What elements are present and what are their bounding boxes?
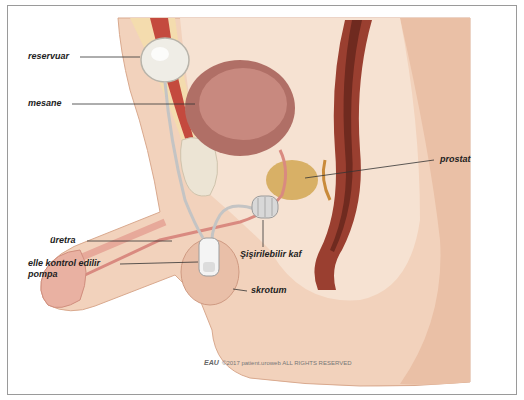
logo-text: EAU	[204, 359, 219, 367]
part-label: skrotum	[251, 285, 287, 296]
part-label: üretra	[50, 235, 76, 246]
part-label: reservuar	[28, 51, 69, 62]
part-label: prostat	[440, 154, 471, 165]
copyright-note: ©2017 patient.uroweb ALL RIGHTS RESERVED	[222, 359, 352, 367]
part-label: mesane	[28, 98, 62, 109]
part-label: Şişirilebilir kaf	[240, 249, 302, 260]
part-label: elle kontrol edilir pompa	[28, 258, 118, 280]
